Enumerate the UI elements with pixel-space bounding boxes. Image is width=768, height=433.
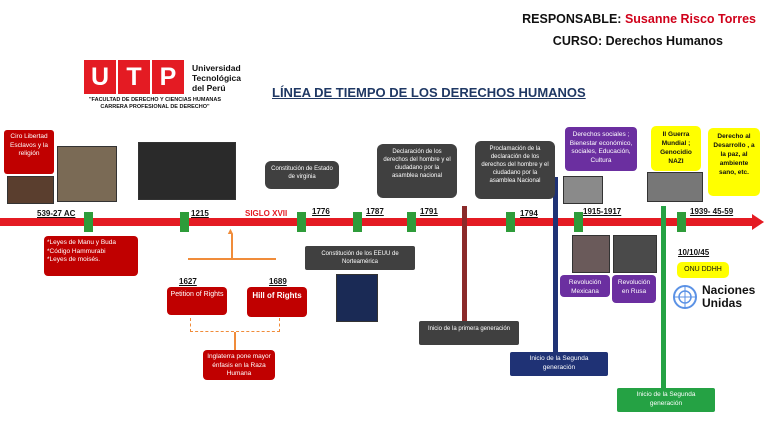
event-onu: ONU DDHH [677,262,729,278]
year-1689: 1689 [269,277,287,286]
up-arrow-icon: ▲ [226,226,235,236]
naciones-line: Naciones [702,283,756,297]
event-virginia: Constitución de Estado de virginia [265,161,339,189]
event-ciro: Ciro Libertad Esclavos y la religión [4,130,54,174]
event-declaracion: Declaración de los derechos del hombre y… [377,144,457,198]
tick-1776 [297,212,306,232]
constitution-image [336,274,378,322]
year-1945: 10/10/45 [678,248,710,257]
event-hill: Hill of Rights [247,287,307,317]
event-petition: Petition of Rights [167,287,227,315]
university-name: Universidad Tecnológica del Perú [192,63,241,93]
leyes-item-1: *Leyes de Manu y Buda [47,239,117,246]
timeline-bar [0,218,756,226]
leyes-item-2: *Código Hammurabi [47,247,106,255]
event-segunda-green: Inicio de la Segunda generación [617,388,715,412]
un-emblem-icon [672,284,698,310]
responsable-line: RESPONSABLE: Susanne Risco Torres [0,12,756,26]
utp-letter-u: U [84,60,116,94]
page-title: LÍNEA DE TIEMPO DE LOS DERECHOS HUMANOS [272,85,586,100]
event-guerra: II Guerra Mundial ; Genocidio NAZI [651,126,701,171]
year-539: 539-27 AC [37,209,76,218]
unidas-line: Unidas [702,296,743,310]
event-rev-rusa: Revolución en Rusa [612,275,656,303]
year-1776: 1776 [312,207,330,216]
segunda-generacion-bar [553,177,558,353]
tick-1939 [677,212,686,232]
connector-horizontal [188,258,276,260]
guerra-image [647,172,703,202]
year-1939: 1939- 45-59 [690,207,734,216]
utp-letter-p: P [152,60,184,94]
curso-line: CURSO: Derechos Humanos [0,34,723,48]
responsable-label: RESPONSABLE: [522,12,622,26]
facultad-text: "FACULTAD DE DERECHO Y CIENCIAS HUMANAS … [80,97,230,111]
tick-1915 [574,212,583,232]
facultad-line-1: "FACULTAD DE DERECHO Y CIENCIAS HUMANAS [88,97,222,103]
rev-mexicana-image [572,235,610,273]
event-derechos-sociales: Derechos sociales ; Bienestar económico,… [565,127,637,171]
year-1787: 1787 [366,207,384,216]
derechos-sociales-image [563,176,603,204]
event-leyes: *Leyes de Manu y Buda *Código Hammurabi … [44,236,138,276]
responsable-name: Susanne Risco Torres [624,12,756,26]
hammurabi-image [57,146,117,202]
year-siglo-xvii: SIGLO XVII [245,209,288,218]
tick-1794 [506,212,515,232]
event-segunda: Inicio de la Segunda generación [510,352,608,376]
bracket-connector [190,318,280,332]
university-name-line-2: Tecnológica [192,73,241,83]
event-desarrollo: Derecho al Desarrollo , a la paz, al amb… [708,128,760,196]
year-1915: 1915-1917 [583,207,622,216]
year-1791: 1791 [420,207,438,216]
year-1627: 1627 [179,277,197,286]
event-proclamacion: Proclamación de la declaración de los de… [475,141,555,199]
tick-1791 [407,212,416,232]
event-rev-mexicana: Revolución Mexicana [560,275,610,297]
magna-carta-image [138,142,236,200]
connector-inglaterra [234,332,236,350]
ciro-image [7,176,54,204]
tick-1215 [180,212,189,232]
connector-1215 [231,234,233,258]
university-name-line-3: del Perú [192,83,226,93]
event-primera: Inicio de la primera generación [419,321,519,345]
timeline-arrow-icon [752,214,764,230]
event-eeuu: Constitución de los EEUU de Norteamérica [305,246,415,270]
primera-generacion-bar [462,206,467,322]
facultad-line-2: CARRERA PROFESIONAL DE DERECHO" [100,104,210,110]
rev-rusa-image [613,235,657,273]
tick-1787 [353,212,362,232]
curso-name: Derechos Humanos [605,34,723,48]
naciones-unidas-text: Naciones Unidas [702,284,755,310]
year-1794: 1794 [520,209,538,218]
utp-letter-t: T [118,60,150,94]
year-1215: 1215 [191,209,209,218]
curso-label: CURSO: [552,34,603,48]
university-name-line-1: Universidad [192,63,241,73]
tick-539 [84,212,93,232]
segunda-green-bar [661,206,666,389]
event-inglaterra: Inglaterra pone mayor énfasis en la Raza… [203,350,275,380]
leyes-item-3: *Leyes de moisés. [47,256,101,263]
